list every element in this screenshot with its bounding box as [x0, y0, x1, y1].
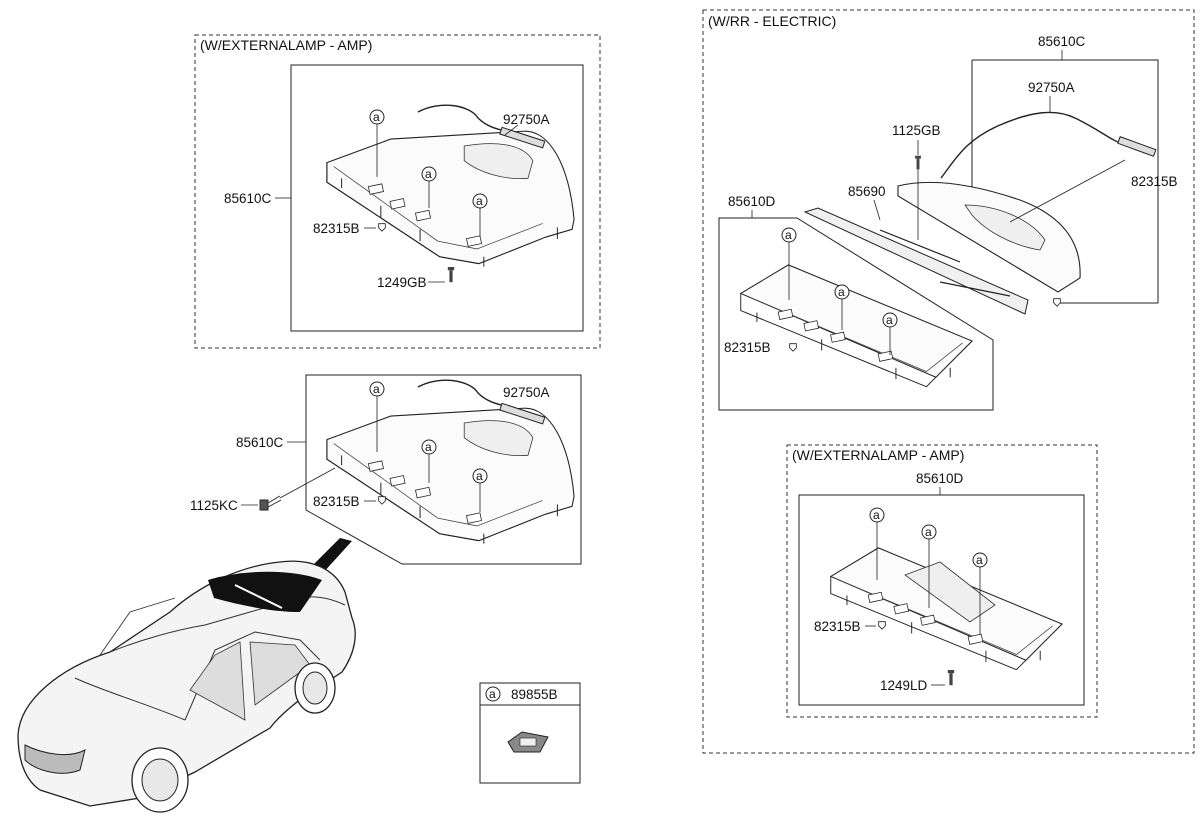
part-label-a-92750A: 92750A — [503, 112, 550, 127]
group-standard-left: a a a 92750A 85610C 82315B 1125KC — [190, 374, 582, 565]
callout-letter-a3: a — [476, 194, 483, 208]
assembly-frame-b — [305, 374, 582, 565]
group-rr-electric: (W/RR - ELECTRIC) 85610C 92750A 1125GB 8… — [702, 9, 1195, 754]
bolt-c — [915, 155, 921, 170]
part-label-d-1249LD: 1249LD — [880, 678, 928, 693]
part-label-a-82315B: 82315B — [313, 221, 360, 236]
stop-lamp-c — [1117, 136, 1157, 157]
assembly-frame-d — [798, 494, 1085, 706]
stop-lamp-b — [499, 402, 546, 425]
legend-callout-circle — [485, 686, 501, 702]
part-label-b-1125KC: 1125KC — [190, 498, 238, 513]
clip-b — [378, 496, 386, 505]
assembly-frame-c — [972, 59, 1159, 304]
callout-letter-d2: a — [925, 525, 932, 539]
part-label-c-85690: 85690 — [848, 184, 886, 199]
legend-part-number: 89855B — [511, 687, 558, 702]
part-label-c-92750A: 92750A — [1028, 80, 1075, 95]
package-tray-b — [326, 407, 575, 545]
legend-box: a 89855B — [479, 682, 581, 784]
part-label-c-85610C: 85610C — [1038, 34, 1086, 49]
harness-wire-c — [940, 111, 1126, 179]
callout-letter-c1: a — [785, 228, 792, 242]
part-label-b-92750A: 92750A — [503, 385, 550, 400]
option-title-ext-amp-bottom: (W/EXTERNALAMP - AMP) — [792, 447, 964, 463]
option-box-rr-electric — [702, 9, 1195, 754]
option-box-ext-amp-top — [194, 34, 601, 349]
callout-letter-c3: a — [886, 313, 893, 327]
assembly-frame-d-inner — [718, 217, 994, 411]
callout-letter-b1: a — [373, 382, 380, 396]
callout-letter-b3: a — [476, 469, 483, 483]
clip-c-right — [1053, 298, 1061, 307]
callout-letter-d3: a — [976, 553, 983, 567]
part-label-c-1125GB: 1125GB — [892, 123, 941, 138]
part-label-c-82315B-left: 82315B — [724, 340, 771, 355]
part-label-b-85610C: 85610C — [236, 435, 284, 450]
stop-lamp-a — [499, 126, 546, 149]
option-title-rr-electric: (W/RR - ELECTRIC) — [708, 13, 836, 29]
part-label-a-1249GB: 1249GB — [377, 275, 427, 290]
callout-letter-a1: a — [373, 110, 380, 124]
bolt-a — [447, 267, 455, 283]
clip-d — [878, 621, 886, 630]
callout-letter-c2: a — [838, 285, 845, 299]
part-label-a-85610C: 85610C — [224, 191, 272, 206]
bolt-d — [947, 670, 955, 686]
option-title-ext-amp-top: (W/EXTERNALAMP - AMP) — [200, 37, 372, 53]
callout-letter-a2: a — [425, 167, 432, 181]
screw-b — [259, 495, 282, 511]
part-label-d-82315B: 82315B — [814, 619, 861, 634]
package-tray-c — [897, 181, 1081, 293]
package-tray-d — [830, 547, 1063, 671]
callout-letter-b2: a — [425, 440, 432, 454]
package-tray-c-lower — [740, 264, 973, 388]
motor-rail-c — [803, 207, 1029, 315]
option-box-ext-amp-bottom — [786, 444, 1098, 718]
group-ext-amp-top: (W/EXTERNALAMP - AMP) a a a 92750A 85610… — [194, 34, 601, 349]
part-label-b-82315B: 82315B — [313, 494, 360, 509]
package-tray-a — [326, 130, 575, 268]
part-label-c-85610D: 85610D — [728, 194, 776, 209]
part-label-d-85610D: 85610D — [916, 471, 964, 486]
clip-a — [378, 223, 386, 232]
clip-c-left — [789, 343, 797, 352]
part-label-c-82315B-right: 82315B — [1131, 174, 1178, 189]
legend-callout-letter: a — [489, 687, 496, 701]
callout-letter-d1: a — [873, 508, 880, 522]
vehicle-illustration — [17, 560, 356, 813]
